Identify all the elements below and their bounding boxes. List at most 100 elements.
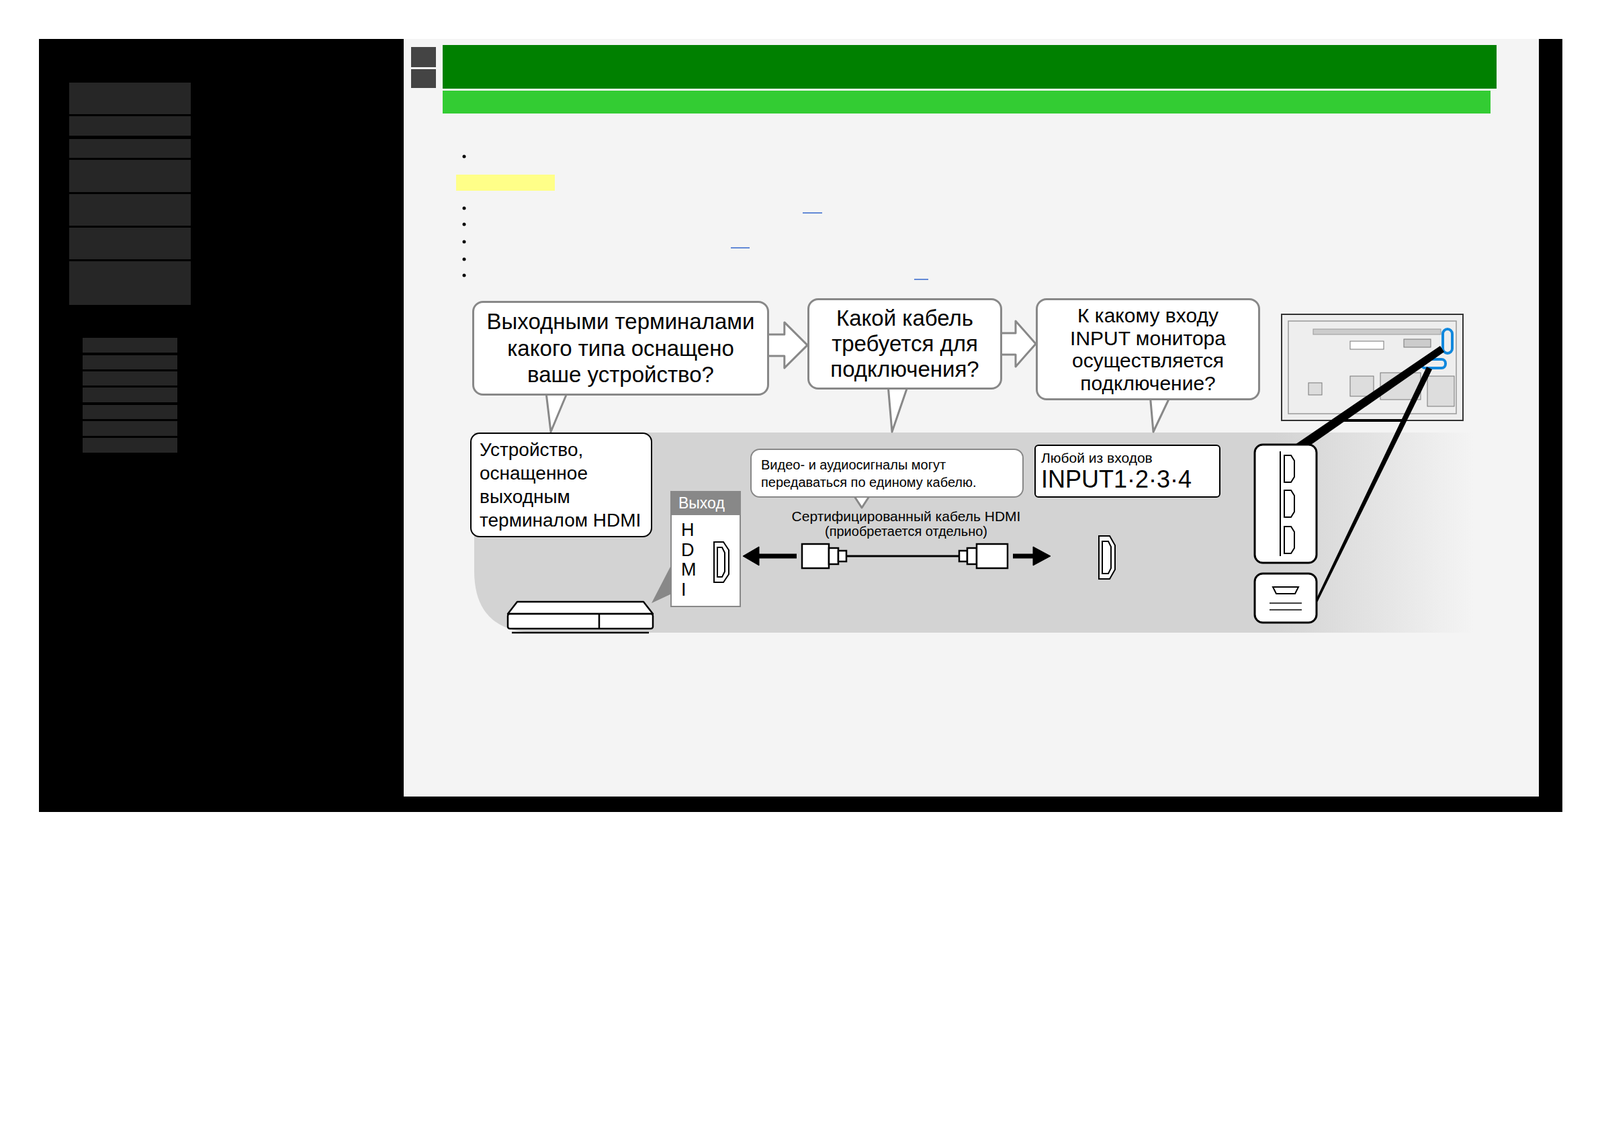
bullet xyxy=(462,223,467,227)
zoom-box xyxy=(1254,573,1317,623)
flow-arrow xyxy=(767,322,808,369)
menu-block xyxy=(69,82,191,115)
content-panel xyxy=(403,38,1539,797)
port-icon xyxy=(1272,587,1299,594)
link-underline xyxy=(802,212,823,214)
monitor-back xyxy=(1281,314,1463,421)
zoom-box xyxy=(1254,444,1317,563)
box-text: Выходными терминалами какого типа оснаще… xyxy=(482,308,760,389)
port-icon xyxy=(1284,490,1295,518)
port-inner xyxy=(717,547,725,577)
monitor-strip xyxy=(1313,329,1441,335)
menu-block xyxy=(69,227,191,260)
monitor-plate xyxy=(1350,376,1374,397)
box-subtext: INPUT1·2·3·4 xyxy=(1041,466,1214,494)
bullet xyxy=(462,274,467,278)
cable-drawing xyxy=(742,544,1051,569)
icon-square xyxy=(411,69,436,88)
menu-item xyxy=(82,337,178,353)
box-text: Выход xyxy=(671,492,740,516)
menu-block xyxy=(69,261,191,305)
links xyxy=(730,212,929,280)
box-text: Видео- и аудиосигналы могут передаваться… xyxy=(761,456,1013,492)
menu-block xyxy=(69,116,191,136)
hdmi-plug xyxy=(967,548,977,565)
port-outline xyxy=(714,542,729,583)
speech-box: Устройство, оснащенное выходным терминал… xyxy=(470,432,653,538)
hdmi-plug xyxy=(828,548,839,565)
cable-wire xyxy=(846,555,960,558)
monitor-plate xyxy=(1427,376,1455,407)
menu-block xyxy=(69,194,191,226)
zoom-detail xyxy=(1279,451,1281,557)
device-drawing xyxy=(507,601,653,633)
speech-box: К какому входу INPUT монитора осуществля… xyxy=(1035,298,1261,401)
monitor-plate xyxy=(1308,382,1322,395)
speech-box: ВыходHDMI xyxy=(670,491,741,608)
bullets xyxy=(462,155,467,278)
bullet xyxy=(462,240,467,244)
arrow-head xyxy=(742,546,760,566)
port-outline xyxy=(1098,536,1116,580)
box-text: К какому входу INPUT монитора осуществля… xyxy=(1044,304,1252,395)
port-icon xyxy=(1284,455,1295,483)
menu-block xyxy=(69,159,191,193)
zoom-line xyxy=(1295,345,1445,445)
speech-box: Видео- и аудиосигналы могут передаваться… xyxy=(750,448,1024,498)
hdmi-plug xyxy=(959,550,968,562)
bullet xyxy=(462,155,467,159)
device-base xyxy=(511,632,649,635)
monitor-plate xyxy=(1350,341,1384,350)
menu-item xyxy=(82,421,178,436)
menu-block xyxy=(69,139,191,158)
flow-arrow xyxy=(1000,321,1036,367)
arrow-head xyxy=(1033,546,1051,566)
device-front xyxy=(507,613,653,629)
hdmi-port xyxy=(1098,536,1116,580)
zoom-line xyxy=(1309,366,1433,613)
cable-label: (приобретается отдельно) xyxy=(824,523,988,540)
box-subtext: HDMI xyxy=(671,515,709,606)
subtitle-bar xyxy=(442,90,1491,114)
hdmi-plug xyxy=(976,544,1008,569)
menu-item xyxy=(82,405,178,420)
highlight xyxy=(456,174,555,191)
port-icon xyxy=(1284,526,1295,554)
hdmi-plug xyxy=(838,550,847,562)
speech-box: Какой кабель требуется для подключения? xyxy=(807,298,1003,390)
page-frame xyxy=(38,38,1563,813)
speech-box: Выходными терминалами какого типа оснаще… xyxy=(472,300,770,396)
port-highlight xyxy=(1442,329,1453,354)
monitor-plate xyxy=(1403,339,1431,348)
arrow-shaft xyxy=(757,554,797,559)
pointer-wedge xyxy=(651,564,672,604)
cable-label: Сертифицированный кабель HDMI xyxy=(791,508,1021,525)
box-text: Какой кабель требуется для подключения? xyxy=(816,305,994,383)
hdmi-plug xyxy=(802,544,829,569)
menu-item xyxy=(82,355,178,370)
link-underline xyxy=(730,247,750,249)
zoom-detail xyxy=(1269,602,1302,604)
speech-box: Любой из входовINPUT1·2·3·4 xyxy=(1034,444,1221,498)
box-text: Любой из входов xyxy=(1041,449,1214,467)
hdmi-port-icon xyxy=(711,540,732,584)
box-text: Устройство, оснащенное выходным терминал… xyxy=(479,437,643,532)
zoom-detail xyxy=(1269,609,1302,611)
side-menu xyxy=(69,82,191,453)
menu-item xyxy=(82,437,178,453)
bullet xyxy=(462,257,467,262)
device-top xyxy=(507,601,653,614)
link-underline xyxy=(914,278,929,281)
menu-item xyxy=(82,387,178,403)
monitor-drawing xyxy=(1254,314,1463,623)
title-bar xyxy=(442,45,1497,89)
icon-square xyxy=(411,47,436,68)
port-inner xyxy=(1102,541,1111,574)
bullet xyxy=(462,206,467,211)
device-line xyxy=(598,613,601,629)
menu-item xyxy=(82,371,178,386)
bubble-tail xyxy=(887,384,909,432)
